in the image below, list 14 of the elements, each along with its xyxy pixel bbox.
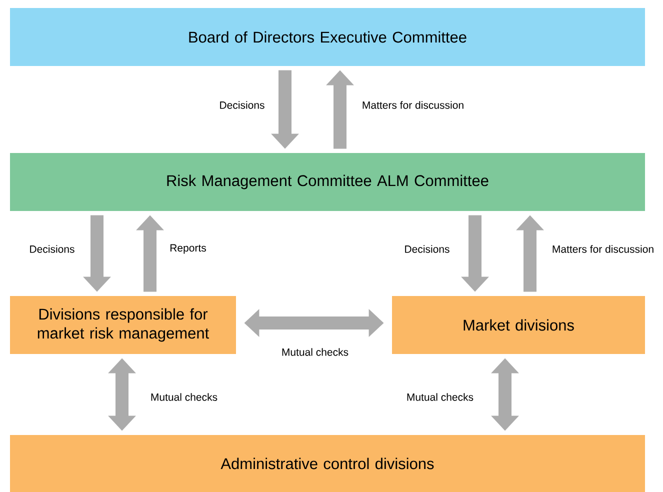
edge-label: Mutual checks (282, 348, 348, 356)
process-box: Board of Directors Executive Committee (10, 8, 645, 66)
process-box: Divisions responsible for market risk management (10, 296, 236, 354)
edge-label: Mutual checks (151, 393, 218, 401)
edge-label: Decisions (220, 101, 264, 109)
edge-label: Reports (170, 244, 206, 254)
process-box: Market divisions (392, 296, 645, 354)
edge-label: Matters for discussion (552, 245, 654, 253)
process-box: Risk Management Committee ALM Committee (10, 153, 645, 211)
edge-label: Mutual checks (407, 393, 474, 401)
edge-label: Decisions (405, 245, 450, 253)
edge-label: Matters for discussion (362, 101, 464, 109)
edge-label: Decisions (30, 245, 74, 253)
process-box: Administrative control divisions (10, 435, 645, 492)
